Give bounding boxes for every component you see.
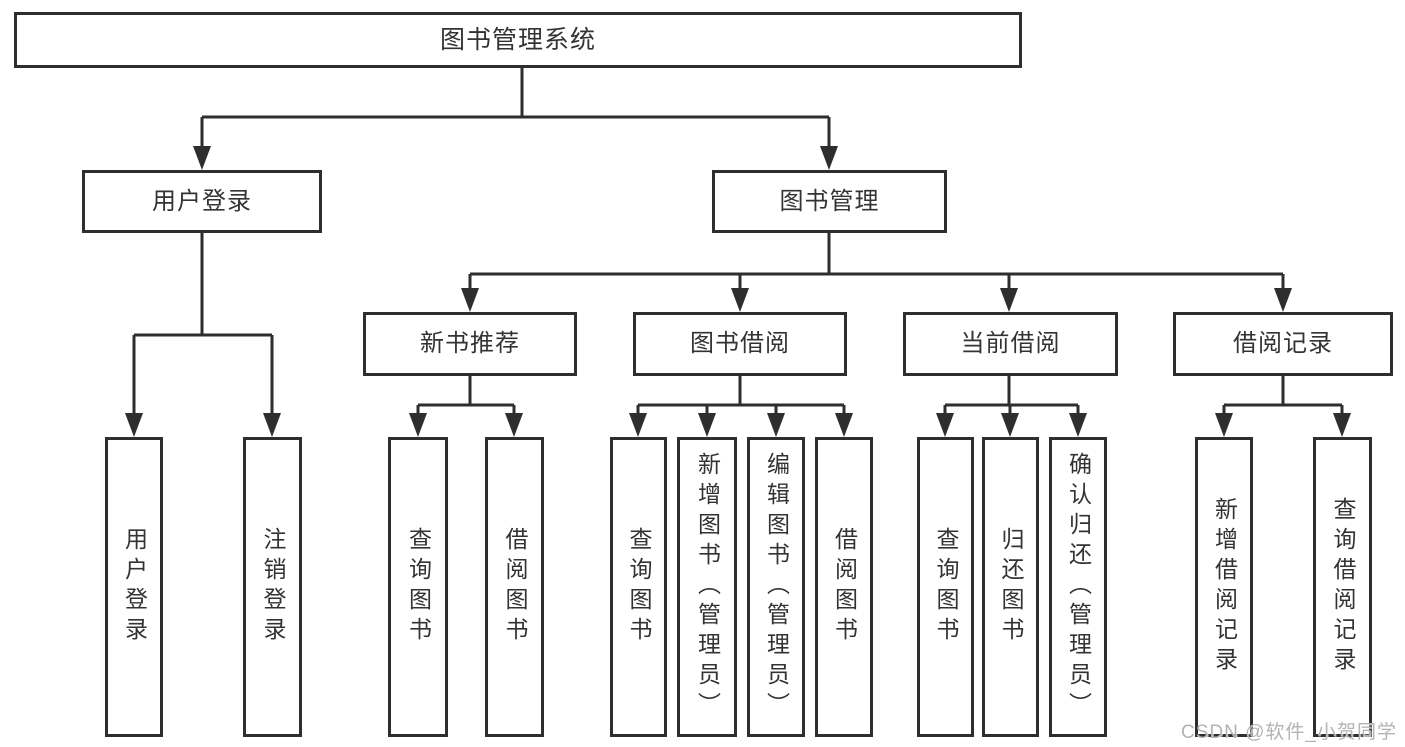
arrowhead-user-login-leaf — [125, 413, 143, 437]
node-borrow-records: 借阅记录 — [1173, 312, 1393, 376]
leaf-cb-confirm-return-admin: 确认归还（管理员） — [1049, 437, 1107, 737]
node-system-root: 图书管理系统 — [14, 12, 1022, 68]
leaf-rec-query-books: 查询图书 — [388, 437, 448, 737]
connector-book-borrow-children — [629, 376, 853, 437]
leaf-bb-query-books: 查询图书 — [610, 437, 667, 737]
arrowhead-book-mgmt — [820, 146, 838, 170]
node-current-borrow: 当前借阅 — [903, 312, 1118, 376]
connector-book-mgmt-children — [461, 233, 1292, 312]
leaf-bb-edit-books-admin: 编辑图书（管理员） — [747, 437, 805, 737]
leaf-user-login: 用户登录 — [105, 437, 163, 737]
node-book-mgmt: 图书管理 — [712, 170, 947, 233]
leaf-cb-query-books: 查询图书 — [917, 437, 974, 737]
arrowhead-current-borrow — [1000, 288, 1018, 312]
connector-borrow-records-children — [1215, 376, 1351, 437]
arrowhead-new-book-rec — [461, 288, 479, 312]
leaf-br-query-record: 查询借阅记录 — [1313, 437, 1372, 737]
leaf-br-add-record: 新增借阅记录 — [1195, 437, 1253, 737]
arrowhead-borrow-records — [1274, 288, 1292, 312]
leaf-bb-add-books-admin: 新增图书（管理员） — [677, 437, 737, 737]
node-book-borrow: 图书借阅 — [633, 312, 847, 376]
connector-root-to-level2 — [193, 66, 838, 170]
leaf-cb-return-books: 归还图书 — [982, 437, 1039, 737]
connector-current-borrow-children — [936, 376, 1087, 437]
node-new-book-rec: 新书推荐 — [363, 312, 577, 376]
connector-user-login-children — [125, 233, 281, 437]
leaf-rec-borrow-books: 借阅图书 — [485, 437, 544, 737]
arrowhead-user-login — [193, 146, 211, 170]
arrowhead-logout-leaf — [263, 413, 281, 437]
node-user-login: 用户登录 — [82, 170, 322, 233]
leaf-logout: 注销登录 — [243, 437, 302, 737]
arrowhead-book-borrow — [731, 288, 749, 312]
connector-new-book-rec-children — [409, 376, 523, 437]
leaf-bb-borrow-books: 借阅图书 — [815, 437, 873, 737]
csdn-watermark: CSDN @软件_小贺同学 — [1181, 722, 1397, 743]
